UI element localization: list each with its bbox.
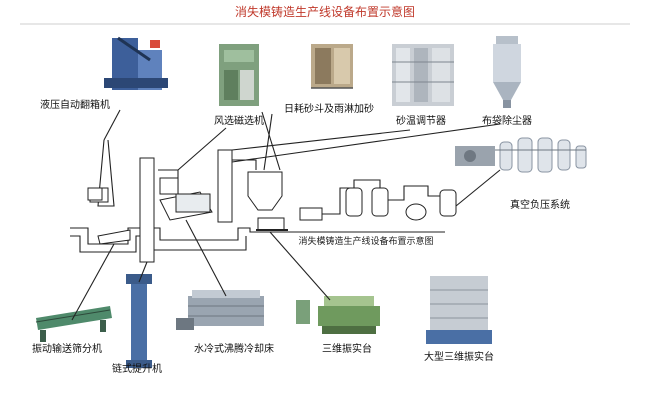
label-vacuum-system: 真空负压系统 [510,198,570,211]
label-wind-magnetic-separator: 风选磁选机 [214,114,264,127]
label-chain-elevator: 链式提升机 [112,362,162,375]
three-d-vibration-table-image [296,296,380,334]
label-hydraulic-flipper: 液压自动翻箱机 [40,98,110,111]
leader-lines [71,109,501,321]
large-three-d-vibration-table-image [426,276,492,344]
hydraulic-flipper-image [104,36,168,90]
label-sand-temp-regulator: 砂温调节器 [396,114,446,127]
sand-hopper-image [311,44,353,89]
label-large-three-d-vibration-table: 大型三维振实台 [424,350,494,363]
label-water-cooled-bed: 水冷式沸腾冷却床 [194,342,274,355]
bag-dust-collector-image [493,36,521,108]
chain-elevator-image [126,274,152,368]
diagram-title: 消失模铸造生产线设备布置示意图 [235,4,415,19]
label-three-d-vibration-table: 三维振实台 [322,342,372,355]
vibrating-screen-image [35,306,112,342]
vacuum-system-image [455,137,587,173]
sand-temp-regulator-image [392,44,454,106]
label-vibrating-screen: 振动输送筛分机 [32,342,102,355]
water-cooled-bed-image [176,290,264,330]
label-sand-hopper-rain-adder: 日耗砂斗及雨淋加砂 [284,102,374,115]
schematic-caption: 消失模铸造生产线设备布置示意图 [298,235,433,247]
wind-magnetic-separator-image [219,44,259,106]
label-bag-dust-collector: 布袋除尘器 [482,114,532,127]
